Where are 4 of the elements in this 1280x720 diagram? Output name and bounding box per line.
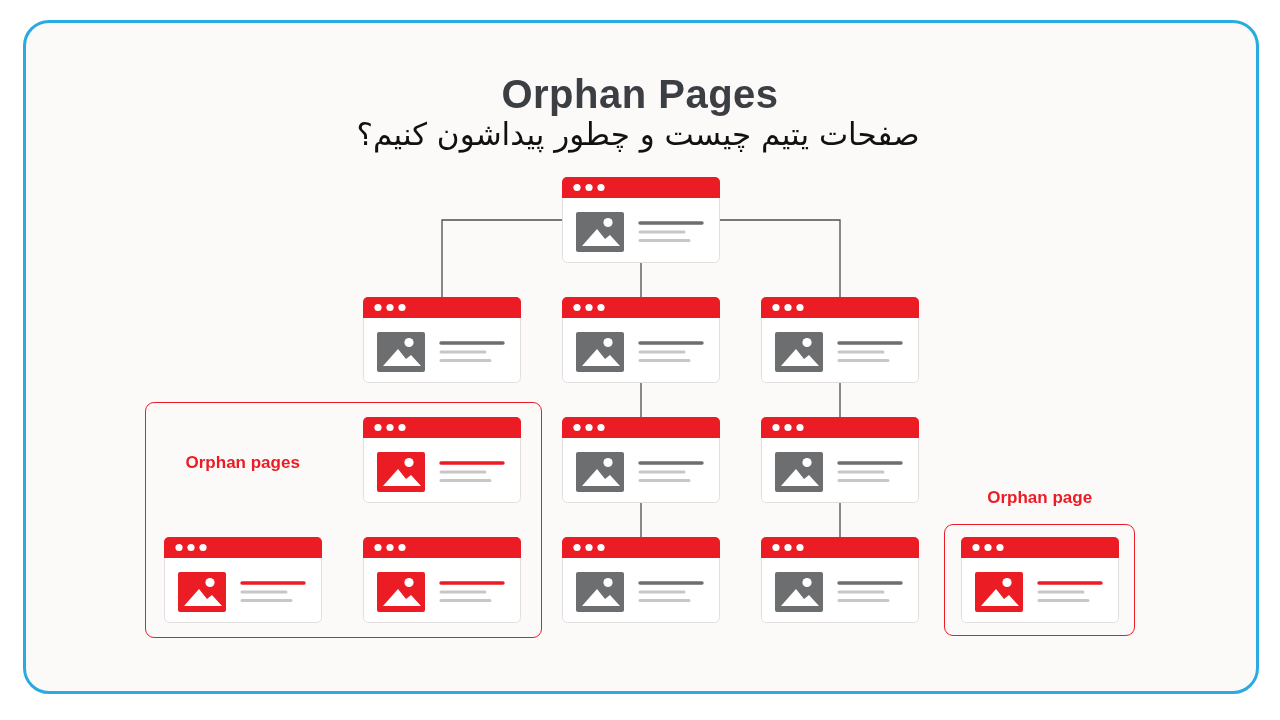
subtitle: صفحات یتیم چیست و چطور پیداشون کنیم؟: [356, 116, 920, 154]
group-heading: Orphan pages: [185, 452, 300, 473]
title: Orphan Pages: [501, 72, 779, 116]
group-heading: Orphan page: [987, 487, 1093, 508]
